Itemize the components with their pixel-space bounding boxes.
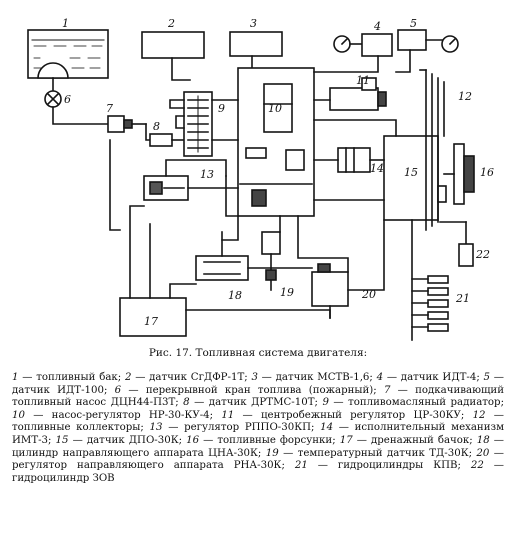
fire-shutoff-valve [44,77,109,125]
label-14: 14 [370,162,384,175]
legend-item: 4 — датчик ИДТ-4; [376,372,484,383]
fuel-oil-radiator [169,91,213,157]
legend-item: 2 — датчик СгДФР-1Т; [124,372,252,383]
label-8: 8 [153,120,160,133]
sensor-idt4 [333,33,393,57]
legend-item: 13 — регулятор РППО-30КП; [149,422,321,434]
drain-tank [119,205,331,337]
label-5: 5 [410,17,417,30]
legend-item: 1 — топливный бак; [12,372,125,383]
regulator-rppo [143,159,227,201]
legend-item: 17 — дренажный бачок; [339,434,477,446]
legend-item: 10 — насос-регулятор НР-30-КУ-4; [12,409,222,421]
label-3: 3 [250,17,257,30]
fuel-collectors [419,69,445,231]
sensor-sgdfr [141,31,205,59]
label-22: 22 [475,248,490,261]
flow-sensor [149,133,185,147]
legend-item: 11 — центробежный регулятор ЦР-30КУ; [221,409,473,421]
label-2: 2 [167,17,175,30]
legend-item: 20 — регулятор направляющего аппарата РН… [12,447,504,472]
legend-item: 16 — топливные форсунки; [186,434,340,446]
legend-item: 15 — датчик ДПО-30К; [55,434,187,446]
cylinders-kpv [411,219,449,341]
label-1: 1 [62,17,69,30]
figure-caption: Рис. 17. Топливная система двигателя: [148,347,368,359]
fuel-system-diagram: 1 2 3 4 5 6 7 8 9 10 11 12 13 14 15 16 1… [27,17,494,341]
label-16: 16 [480,166,494,179]
label-7: 7 [106,102,113,115]
label-12: 12 [458,90,472,103]
sensor-dpo [313,119,447,221]
legend-item: 14 — исполнительный механизм ИМТ-3; [12,422,504,446]
legend-item: 7 — подкачивающий топливный насос ДЦН44-… [12,384,505,409]
boost-pump [107,115,151,141]
legend-item: 22 — гидроцилиндр ЗОВ [12,460,504,484]
label-4: 4 [373,20,381,33]
legend-item: 6 — перекрывной кран топлива (пожарный); [114,384,384,396]
actuator-imt [313,147,371,173]
legend: 1 — топливный бак; 2 — датчик СгДФР-1Т; … [12,372,504,485]
label-9: 9 [218,102,225,115]
sensor-idt100 [397,29,459,53]
sensor-mstv [229,31,283,57]
label-13: 13 [200,168,214,181]
legend-item: 21 — гидроцилиндры КПВ; [294,460,471,472]
legend-item: 8 — датчик ДРТМС-10Т; [183,397,323,409]
legend-item: 5 — датчик ИДТ-100; [12,372,504,396]
label-10: 10 [268,102,282,115]
label-6: 6 [64,93,71,106]
legend-item: 18 — цилиндр направляющего аппарата ЦНА-… [12,434,504,459]
label-15: 15 [404,166,418,179]
fuel-tank [27,29,109,79]
legend-item: 9 — топливомасляный радиатор; [322,397,504,409]
legend-item: 12 — топливные коллекторы; [12,409,504,434]
label-19: 19 [280,286,294,299]
label-21: 21 [455,292,470,305]
label-20: 20 [361,288,376,301]
temperature-sensor [261,231,281,291]
legend-item: 19 — температурный датчик ТД-30К; [265,447,477,459]
label-17: 17 [144,315,158,328]
fuel-nozzles [443,143,475,205]
label-11: 11 [356,74,370,87]
label-18: 18 [228,289,242,302]
pump-regulator [187,67,315,217]
centrifugal-regulator [313,77,387,111]
legend-item: 3 — датчик МСТВ-1,6; [251,372,377,383]
cylinder-zov [439,221,474,267]
